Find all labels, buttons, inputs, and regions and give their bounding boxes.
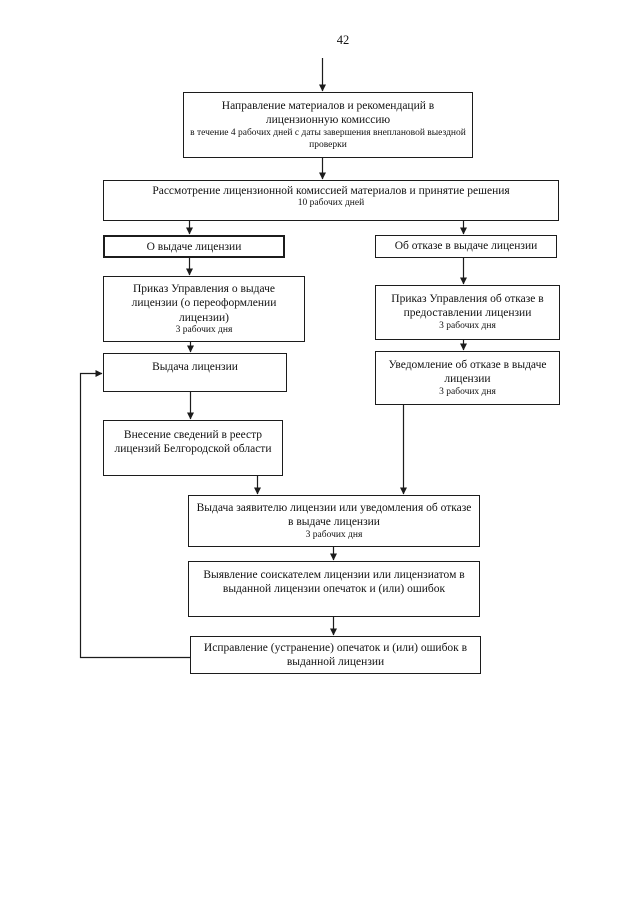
flow-node-register-entry: Внесение сведений в реестр лицензий Белг… — [103, 420, 283, 476]
flow-node-refusal-notice: Уведомление об отказе в выдаче лицензии … — [375, 351, 560, 405]
flow-node-review: Рассмотрение лицензионной комиссией мате… — [103, 180, 559, 221]
node-title: Уведомление об отказе в выдаче лицензии — [388, 359, 547, 386]
flow-node-issue-license: Выдача лицензии — [103, 353, 287, 392]
node-subtext: 10 рабочих дней — [297, 198, 365, 209]
node-subtext: в течение 4 рабочих дней с даты завершен… — [190, 127, 466, 150]
node-title: Рассмотрение лицензионной комиссией мате… — [152, 185, 510, 197]
node-title: Приказ Управления об отказе в предоставл… — [391, 293, 544, 320]
flow-node-fix-errors: Исправление (устранение) опечаток и (или… — [190, 636, 481, 674]
node-title: Об отказе в выдаче лицензии — [394, 240, 538, 252]
node-title: Направление материалов и рекомендаций в … — [221, 100, 435, 127]
node-subtext: 3 рабочих дня — [305, 529, 363, 540]
node-title: Выявление соискателем лицензии или лицен… — [203, 569, 465, 596]
page-number: 42 — [336, 33, 350, 47]
flow-node-refusal-order: Приказ Управления об отказе в предоставл… — [375, 285, 560, 340]
node-title: Исправление (устранение) опечаток и (или… — [203, 642, 468, 669]
node-title: Внесение сведений в реестр лицензий Белг… — [114, 429, 272, 456]
node-subtext: 3 рабочих дня — [175, 325, 233, 336]
node-title: Приказ Управления о выдаче лицензии (о п… — [131, 283, 277, 324]
flow-node-deliver-result: Выдача заявителю лицензии или уведомлени… — [188, 495, 480, 547]
flow-node-send-materials: Направление материалов и рекомендаций в … — [183, 92, 473, 158]
flow-node-detect-errors: Выявление соискателем лицензии или лицен… — [188, 561, 480, 617]
flow-node-grant-order: Приказ Управления о выдаче лицензии (о п… — [103, 276, 305, 342]
flow-node-refusal-decision: Об отказе в выдаче лицензии — [375, 235, 557, 258]
node-title: Выдача лицензии — [152, 361, 238, 373]
node-title: Выдача заявителю лицензии или уведомлени… — [196, 502, 472, 529]
node-title: О выдаче лицензии — [146, 241, 242, 253]
node-subtext: 3 рабочих дня — [439, 320, 496, 331]
connector-fix-errors-loop-to-issue-license — [79, 370, 190, 659]
node-subtext: 3 рабочих дня — [439, 386, 496, 397]
flow-node-grant-decision: О выдаче лицензии — [103, 235, 285, 258]
